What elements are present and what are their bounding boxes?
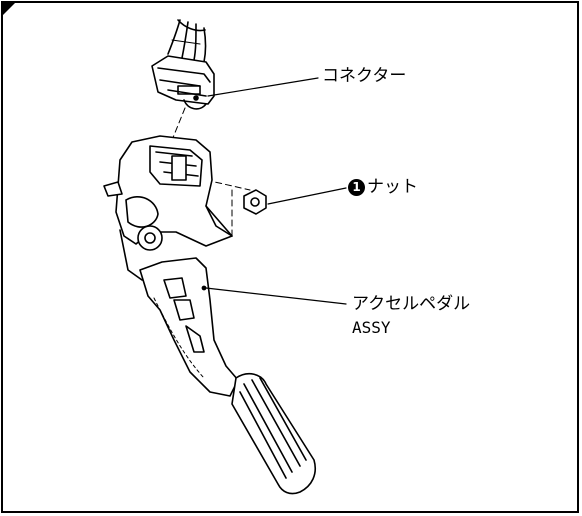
leader-lines [205, 77, 347, 305]
pedal-label-line1: アクセルペダル [352, 294, 471, 314]
pedal-pad [231, 372, 316, 495]
pedal-bracket [103, 135, 233, 281]
alignment-lines [167, 107, 251, 239]
connector-illustration [151, 55, 215, 110]
pedal-arm [139, 257, 239, 397]
connector-label: コネクター [322, 66, 407, 86]
wire-harness [167, 19, 207, 63]
corner-mark [1, 1, 17, 17]
pedal-label-line2: ASSY [352, 318, 391, 337]
nut-illustration [243, 189, 267, 215]
nut-label: ナット [367, 177, 418, 197]
nut-number-badge: 1 [348, 179, 365, 196]
